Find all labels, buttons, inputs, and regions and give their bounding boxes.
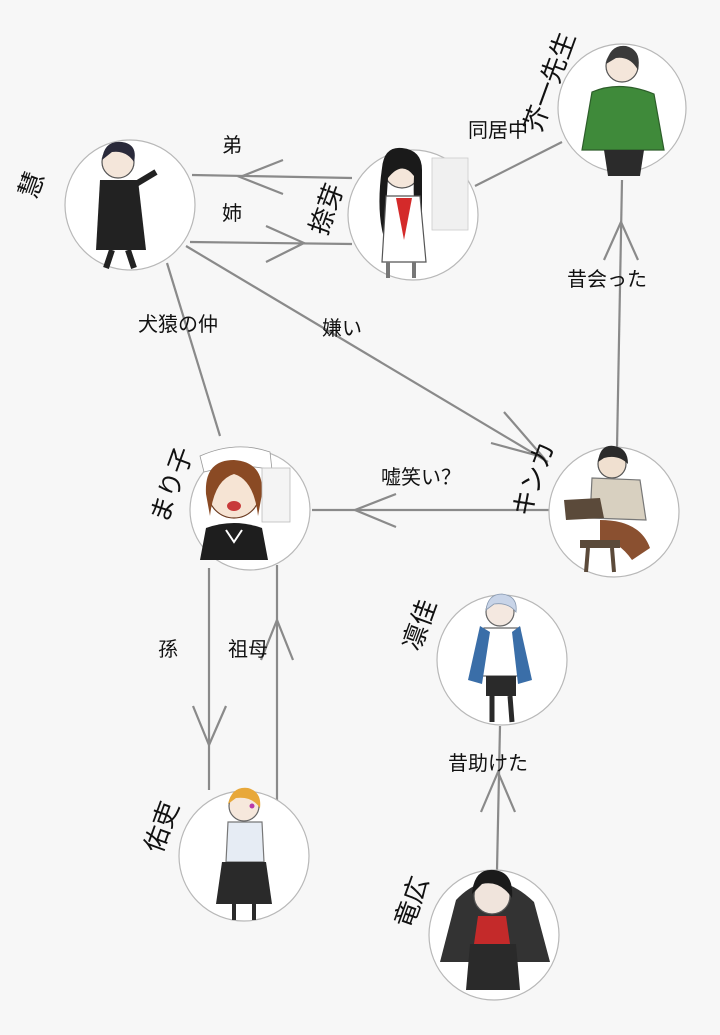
edge-label-mago: 孫: [158, 637, 178, 661]
node-name-rinka: 凛佳: [397, 596, 443, 655]
node-ryuuko[interactable]: 竜広: [389, 869, 560, 1001]
node-rinka[interactable]: 凛佳: [397, 593, 568, 726]
node-kinka[interactable]: キンカ: [507, 438, 680, 578]
edge-label-ane: 姉: [222, 201, 242, 225]
edge-sobo: 祖母: [228, 565, 295, 800]
edge-label-kenen: 犬猿の仲: [138, 312, 218, 336]
edge-label-tasuketa: 昔助けた: [448, 751, 528, 775]
node-name-sumeme: 捺芽: [304, 180, 350, 239]
character-yuuri-avatar: [216, 787, 272, 920]
character-kei-avatar: [96, 141, 158, 269]
edge-mukashi-atta: 昔会った: [567, 179, 647, 449]
edge-kenen: 犬猿の仲: [138, 262, 222, 437]
node-yuuri[interactable]: 佑吏: [139, 787, 310, 922]
edge-label-usowarai: 嘘笑い？: [381, 465, 461, 489]
character-sensei-avatar: [581, 45, 665, 176]
edge-label-doukyo: 同居中: [468, 118, 528, 142]
edge-tasuketa: 昔助けた: [448, 725, 528, 871]
edge-ane: 姉: [189, 201, 353, 263]
node-mariko[interactable]: まり子: [145, 443, 311, 571]
character-kinka-avatar: [564, 445, 650, 573]
character-mariko-avatar: [199, 446, 291, 560]
edge-kirai: 嫌い: [185, 245, 549, 463]
edge-label-kirai: 嫌い: [322, 316, 362, 340]
node-sumeme[interactable]: 捺芽: [304, 147, 479, 281]
character-ryuuko-avatar: [440, 869, 550, 990]
edge-label-ototo: 弟: [222, 133, 242, 157]
edge-label-mukashi-atta: 昔会った: [567, 267, 647, 291]
character-rinka-avatar: [468, 593, 532, 723]
node-name-kei: 慧: [14, 168, 51, 203]
character-sumeme-avatar: [379, 147, 469, 278]
node-name-yuuri: 佑吏: [139, 798, 185, 857]
edge-mago: 孫: [158, 568, 228, 790]
edge-usowarai: 嘘笑い？: [312, 465, 550, 529]
edge-label-sobo: 祖母: [228, 637, 268, 661]
edge-ototo: 弟: [191, 133, 353, 196]
node-sensei[interactable]: 芥一先生: [519, 28, 687, 176]
node-kei[interactable]: 慧: [14, 139, 196, 271]
edge-doukyo: 同居中: [468, 118, 563, 187]
node-name-ryuuko: 竜広: [389, 873, 435, 932]
